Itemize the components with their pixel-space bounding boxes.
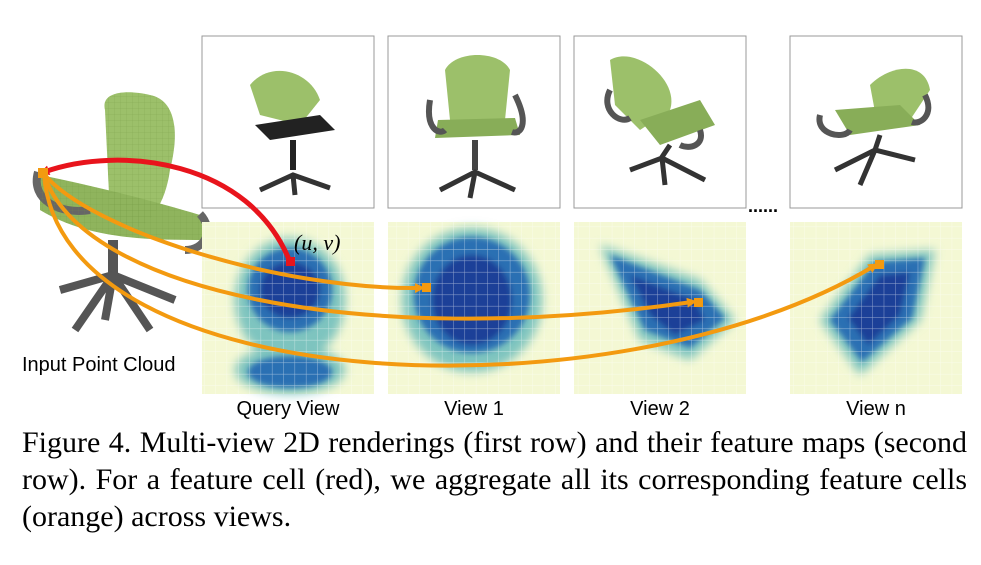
corresponding-cell-view-n (875, 260, 884, 269)
caption-label: Figure 4. (22, 426, 132, 459)
corresponding-cell-view-2 (694, 298, 703, 307)
rendering-query-view (201, 35, 375, 209)
rendering-view-2 (573, 35, 747, 209)
orange-arrow-view-n (42, 173, 879, 368)
query-feature-cell (286, 257, 295, 266)
feature-map-view-2 (574, 222, 746, 394)
corresponding-cell-view-1 (422, 283, 431, 292)
view-label-2: View 2 (630, 398, 690, 420)
view-label-1: View 1 (444, 398, 504, 420)
figure-illustration (32, 35, 963, 394)
input-point-cloud-chair (32, 92, 212, 333)
figure-caption: Figure 4. Multi-view 2D renderings (firs… (22, 424, 967, 535)
input-point-cloud-label: Input Point Cloud (22, 354, 176, 376)
view-label-n: View n (846, 398, 906, 420)
view-label-query: Query View (236, 398, 340, 420)
feature-map-query-view (202, 222, 374, 394)
views-ellipsis: ...... (748, 196, 779, 216)
feature-map-view-1 (388, 222, 560, 394)
feature-map-view-n (790, 222, 962, 394)
orange-arrow-view-2 (42, 173, 697, 321)
input-point-marker (38, 168, 48, 178)
caption-text: Multi-view 2D renderings (first row) and… (22, 426, 968, 533)
rendering-view-n (789, 35, 963, 209)
orange-arrow-view-1 (42, 172, 425, 294)
rendering-view-1 (387, 35, 561, 209)
red-correspondence-arrow (39, 157, 293, 263)
query-point-label: (u, v) (294, 230, 341, 255)
correspondence-arrows (39, 157, 879, 368)
